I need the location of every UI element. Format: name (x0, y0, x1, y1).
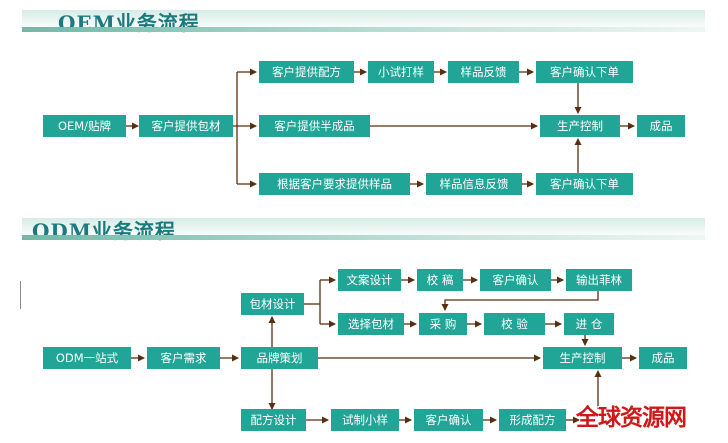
odm-warehouse-node: 进 仓 (564, 313, 614, 335)
odm-pack-design-node: 包材设计 (241, 293, 304, 315)
watermark-text: 全球资源网 (576, 405, 687, 431)
oem-trial-node: 小试打样 (368, 61, 434, 83)
odm-trial-sample-node: 试制小样 (331, 409, 399, 431)
odm-copy-node: 文案设计 (338, 269, 401, 291)
odm-select-pack-node: 选择包材 (338, 313, 404, 335)
oem-semi-node: 客户提供半成品 (259, 115, 370, 137)
odm-section-header: ODM业务流程 (22, 218, 705, 243)
oem-start-node: OEM/贴牌 (43, 115, 126, 137)
oem-info-feedback-node: 样品信息反馈 (426, 173, 522, 195)
oem-control-node: 生产控制 (540, 115, 620, 137)
odm-confirm-formula-node: 客户确认 (414, 409, 483, 431)
odm-film-node: 输出菲林 (566, 269, 632, 291)
left-edge-marker (20, 281, 21, 309)
odm-purchase-node: 采 购 (419, 313, 467, 335)
odm-needs-node: 客户需求 (147, 347, 220, 369)
odm-brand-node: 品牌策划 (241, 347, 318, 369)
oem-confirm-bottom-node: 客户确认下单 (536, 173, 633, 195)
oem-section-header: OEM业务流程 (22, 10, 705, 35)
oem-sample-request-node: 根据客户要求提供样品 (259, 173, 410, 195)
odm-start-node: ODM一站式 (43, 347, 131, 369)
oem-materials-node: 客户提供包材 (139, 115, 233, 137)
odm-confirm-copy-node: 客户确认 (480, 269, 551, 291)
oem-product-node: 成品 (637, 115, 685, 137)
odm-inspect-node: 校 验 (484, 313, 545, 335)
oem-formula-node: 客户提供配方 (259, 61, 354, 83)
odm-finalize-node: 形成配方 (499, 409, 566, 431)
odm-formula-design-node: 配方设计 (241, 409, 306, 431)
odm-proof-node: 校 稿 (417, 269, 463, 291)
odm-product-node: 成品 (639, 347, 687, 369)
oem-confirm-top-node: 客户确认下单 (536, 61, 633, 83)
odm-control-node: 生产控制 (543, 347, 622, 369)
oem-feedback-top-node: 样品反馈 (448, 61, 519, 83)
